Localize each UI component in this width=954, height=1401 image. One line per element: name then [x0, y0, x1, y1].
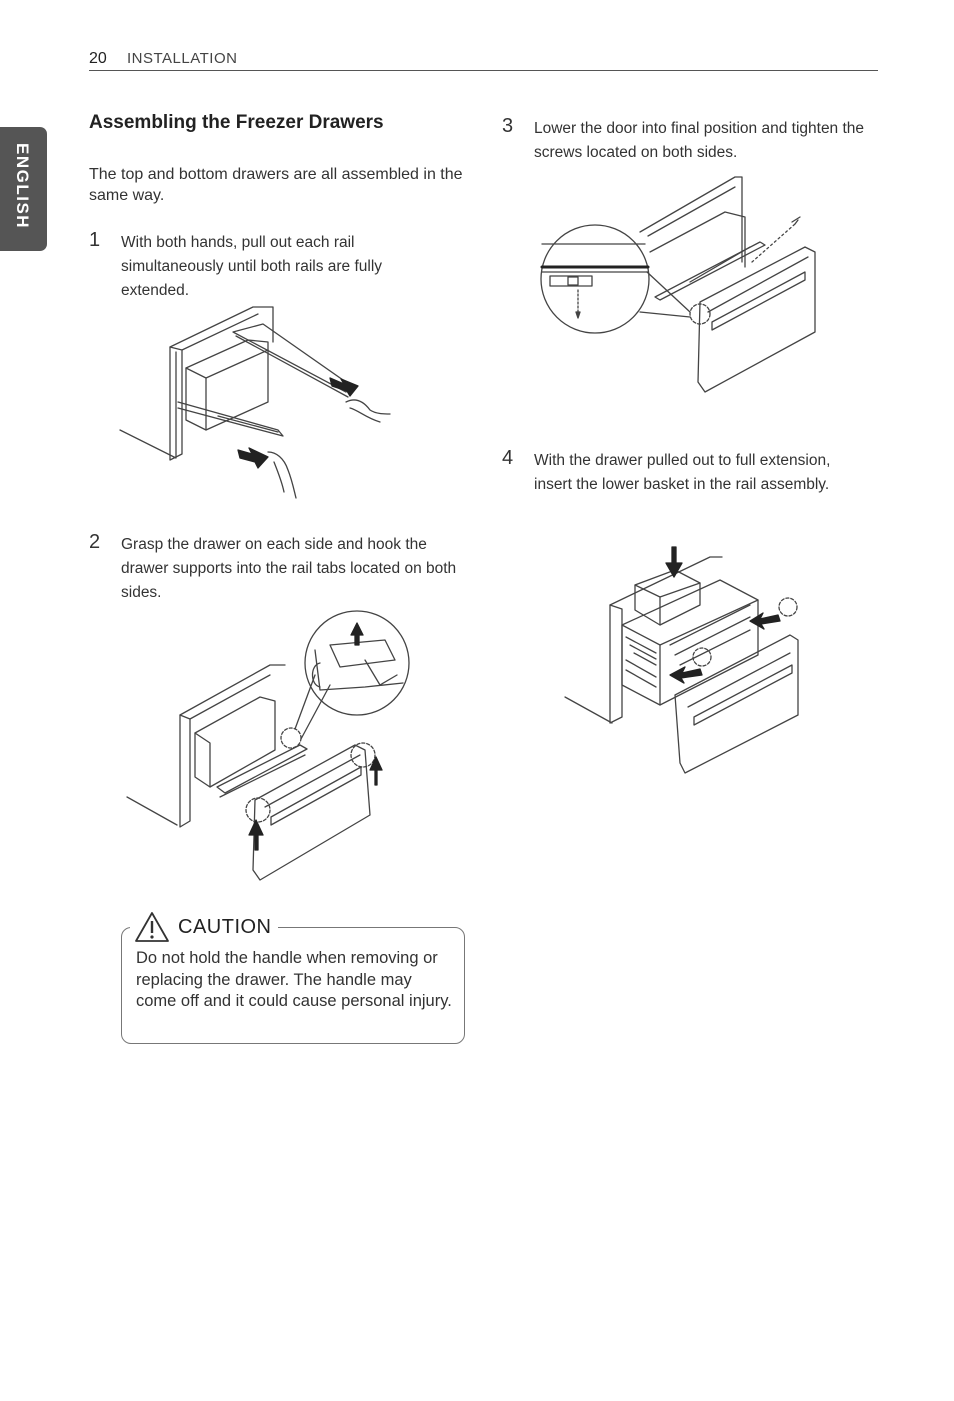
intro-text: The top and bottom drawers are all assem… [89, 166, 463, 204]
step-text: Grasp the drawer on each side and hook t… [121, 536, 457, 601]
step-number: 1 [89, 229, 101, 251]
tighten-screws-illustration [540, 176, 816, 393]
page-header: 20 INSTALLATION [89, 48, 878, 71]
caution-box [121, 927, 465, 1044]
pull-out-rails-illustration [119, 306, 391, 499]
section-label: INSTALLATION [127, 50, 238, 67]
step-text: With both hands, pull out each rail simu… [121, 234, 383, 299]
page-title: Assembling the Freezer Drawers [89, 112, 384, 133]
insert-lower-basket-illustration [564, 546, 799, 774]
step-text: Lower the door into final position and t… [534, 120, 865, 161]
language-tab-label: ENGLISH [13, 143, 32, 230]
warning-triangle-icon [135, 912, 169, 942]
page-number: 20 [89, 50, 107, 67]
caution-header: CAUTION [130, 910, 278, 944]
caution-title: CAUTION [178, 915, 272, 938]
language-tab: ENGLISH [0, 127, 47, 251]
step-number: 3 [502, 115, 514, 137]
hook-drawer-supports-illustration [126, 610, 410, 881]
caution-text: Do not hold the handle when removing or … [136, 949, 452, 1010]
step-number: 2 [89, 531, 101, 553]
step-text: With the drawer pulled out to full exten… [534, 452, 831, 493]
step-number: 4 [502, 447, 514, 469]
